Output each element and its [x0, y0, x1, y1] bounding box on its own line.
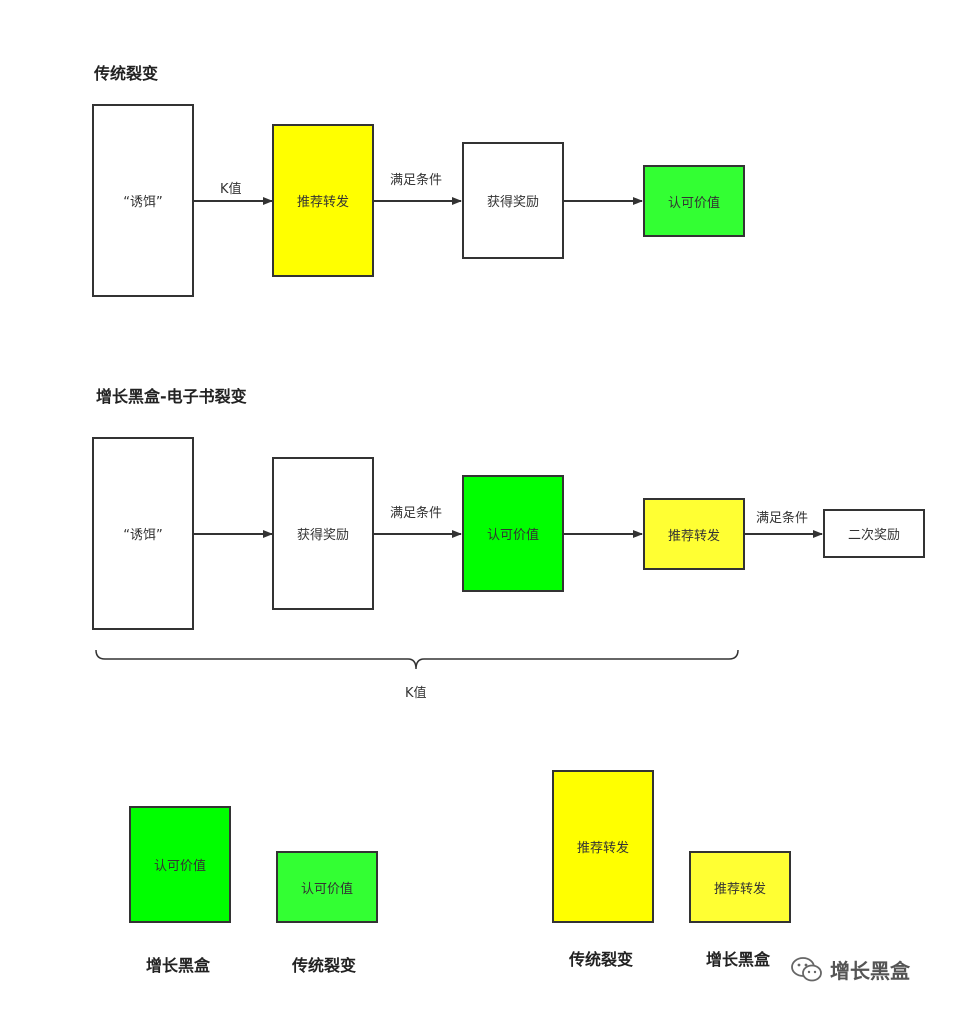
compare-share-box-a[interactable]: 推荐转发: [552, 770, 654, 923]
reward-box-2[interactable]: 获得奖励: [272, 457, 374, 610]
caption-traditional-a: 传统裂变: [292, 956, 357, 975]
wechat-icon: [791, 956, 822, 981]
caption-traditional-b: 传统裂变: [569, 950, 634, 969]
condition-label-2a: 满足条件: [390, 506, 443, 521]
share-box-2[interactable]: 推荐转发: [643, 498, 745, 570]
share-box[interactable]: 推荐转发: [272, 124, 374, 277]
compare-value-label-a: 认可价值: [153, 859, 206, 874]
value-box[interactable]: 认可价值: [643, 165, 745, 237]
compare-share-label-a: 推荐转发: [576, 841, 629, 856]
reward-label-2: 获得奖励: [296, 528, 349, 543]
bait-label-2: “诱饵”: [123, 528, 163, 543]
value-label-2: 认可价值: [486, 528, 539, 543]
compare-value-label-b: 认可价值: [300, 881, 353, 897]
bait-box[interactable]: “诱饵”: [92, 104, 194, 297]
second-reward-box[interactable]: 二次奖励: [823, 509, 925, 558]
value-label: 认可价值: [667, 195, 720, 211]
k-value-label: K值: [220, 182, 242, 197]
share-label: 推荐转发: [296, 195, 349, 210]
compare-value-box-a[interactable]: 认可价值: [129, 806, 231, 923]
k-value-label-2: K值: [405, 686, 427, 701]
section2-title: 增长黑盒-电子书裂变: [96, 387, 247, 406]
second-reward-label: 二次奖励: [847, 528, 900, 543]
condition-label-2b: 满足条件: [756, 511, 809, 526]
compare-value-box-b[interactable]: 认可价值: [276, 851, 378, 923]
section1-title: 传统裂变: [94, 64, 159, 83]
share-label-2: 推荐转发: [667, 528, 720, 544]
bait-label: “诱饵”: [123, 195, 163, 210]
compare-share-label-b: 推荐转发: [713, 881, 766, 897]
k-value-brace: [95, 649, 739, 670]
bait-box-2[interactable]: “诱饵”: [92, 437, 194, 630]
condition-label: 满足条件: [390, 173, 443, 188]
compare-share-box-b[interactable]: 推荐转发: [689, 851, 791, 923]
caption-growth-blackbox-b: 增长黑盒: [706, 950, 771, 969]
value-box-2[interactable]: 认可价值: [462, 475, 564, 592]
reward-label: 获得奖励: [486, 195, 539, 210]
caption-growth-blackbox-a: 增长黑盒: [146, 956, 211, 975]
watermark-text: 增长黑盒: [830, 959, 910, 983]
reward-box[interactable]: 获得奖励: [462, 142, 564, 259]
watermark: 增长黑盒: [790, 955, 910, 984]
